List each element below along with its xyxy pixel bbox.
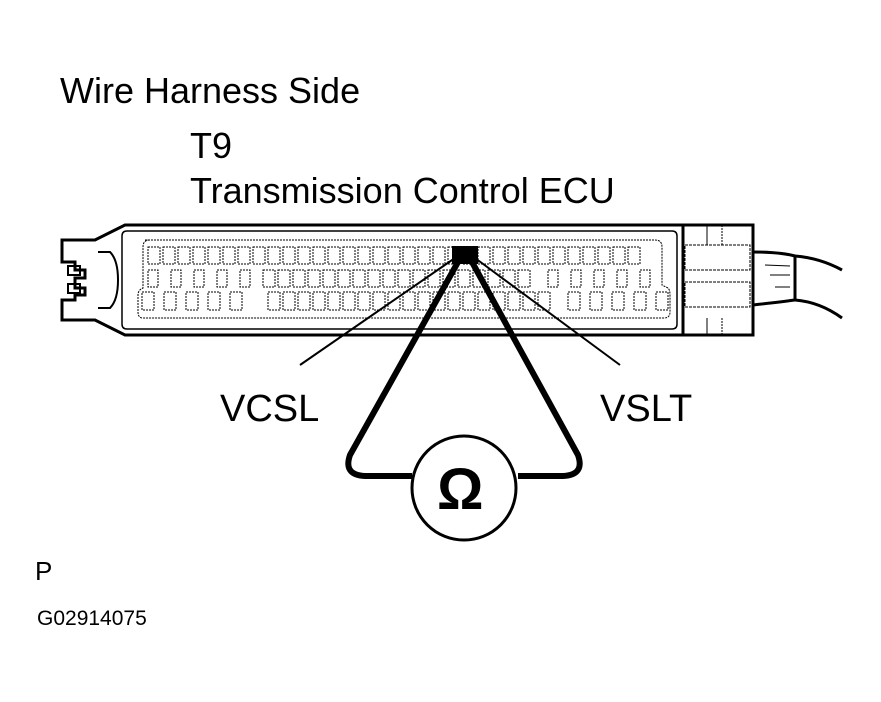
ohmmeter-icon	[410, 434, 518, 542]
connector-pins	[141, 246, 669, 311]
terminal-highlight	[452, 246, 478, 264]
terminal-label-vcsl: VCSL	[220, 388, 320, 430]
wire-harness-cable	[752, 250, 843, 320]
connector-id: T9	[190, 125, 233, 166]
terminal-label-vslt: VSLT	[600, 388, 693, 430]
test-leads	[345, 260, 583, 479]
ohm-symbol: Ω	[437, 457, 484, 522]
connector-cover	[681, 223, 755, 337]
component-name: Transmission Control ECU	[190, 170, 615, 211]
connector-body	[60, 223, 685, 337]
figure-id: G02914075	[37, 607, 147, 630]
leader-lines	[299, 257, 621, 366]
mark-label: P	[35, 556, 53, 586]
diagram-title: Wire Harness Side	[60, 70, 361, 111]
